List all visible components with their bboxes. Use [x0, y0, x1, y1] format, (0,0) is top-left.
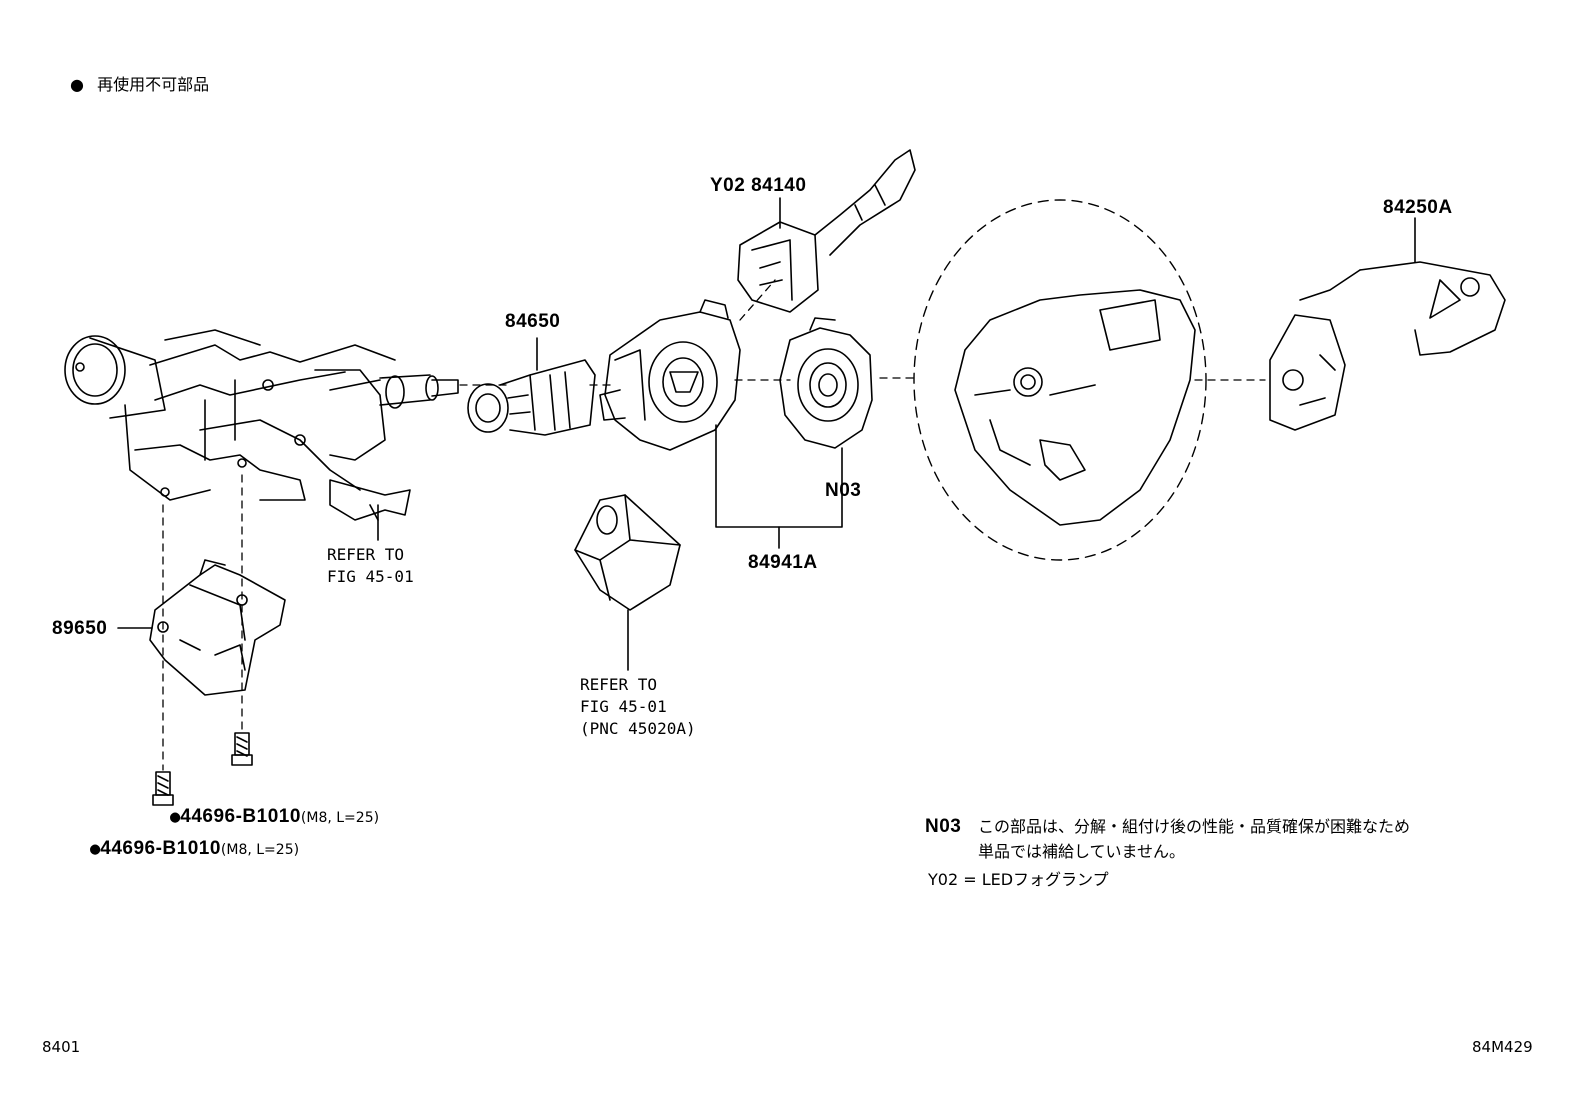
label-89650: 89650: [52, 618, 108, 639]
footer-right: 84M429: [1472, 1038, 1533, 1056]
legend-text: 再使用不可部品: [97, 75, 210, 94]
bolt2-part-number: 44696-B1010: [100, 838, 221, 859]
note-n03-code: N03: [925, 816, 962, 837]
steering-wheel: [913, 199, 1207, 561]
bracket-84941A: [715, 424, 843, 528]
bolt1-bullet: ●: [170, 807, 181, 827]
label-y02-84140: Y02 84140: [710, 175, 807, 196]
center-axis-dashes: [459, 279, 1266, 386]
footer-left: 8401: [42, 1038, 81, 1056]
bolt2-bullet: ●: [90, 839, 101, 859]
spiral-cable-n03: [779, 317, 873, 449]
label-n03: N03: [825, 480, 862, 501]
legend-bullet: ●: [70, 75, 84, 94]
refer-column-text: REFER TO FIG 45-01: [327, 545, 414, 586]
ecu-bracket-89650: [149, 559, 286, 696]
dashed-mount-lines: [162, 474, 243, 771]
label-84650: 84650: [505, 311, 561, 332]
note-y02-line: Y02 = LEDフォグランプ: [928, 870, 1109, 889]
bolt-left: [152, 771, 174, 806]
label-84941A: 84941A: [748, 552, 818, 573]
pad-switch-84250A: [1269, 261, 1506, 431]
refer-lock-text: REFER TO FIG 45-01 (PNC 45020A): [580, 675, 696, 738]
bolt-right: [231, 732, 253, 766]
steering-column-assembly: [64, 329, 459, 521]
note-n03-line1: この部品は、分解・組付け後の性能・品質確保が困難なため: [978, 817, 1411, 836]
legend: ● 再使用不可部品: [70, 77, 209, 93]
bolt1-part-number: 44696-B1010: [180, 806, 301, 827]
label-84250A: 84250A: [1383, 197, 1453, 218]
lever-switch-84140: [737, 149, 916, 313]
combination-switch-body: [599, 299, 741, 451]
bolt1-label: ●44696-B1010(M8, L=25): [170, 807, 379, 826]
bolt2-label: ●44696-B1010(M8, L=25): [90, 839, 299, 858]
bolt2-spec: (M8, L=25): [220, 842, 300, 858]
note-n03-line2: 単品では補給していません。: [978, 842, 1186, 861]
switch-84650: [467, 359, 596, 436]
lock-housing: [574, 494, 681, 611]
bolt1-spec: (M8, L=25): [300, 810, 380, 826]
